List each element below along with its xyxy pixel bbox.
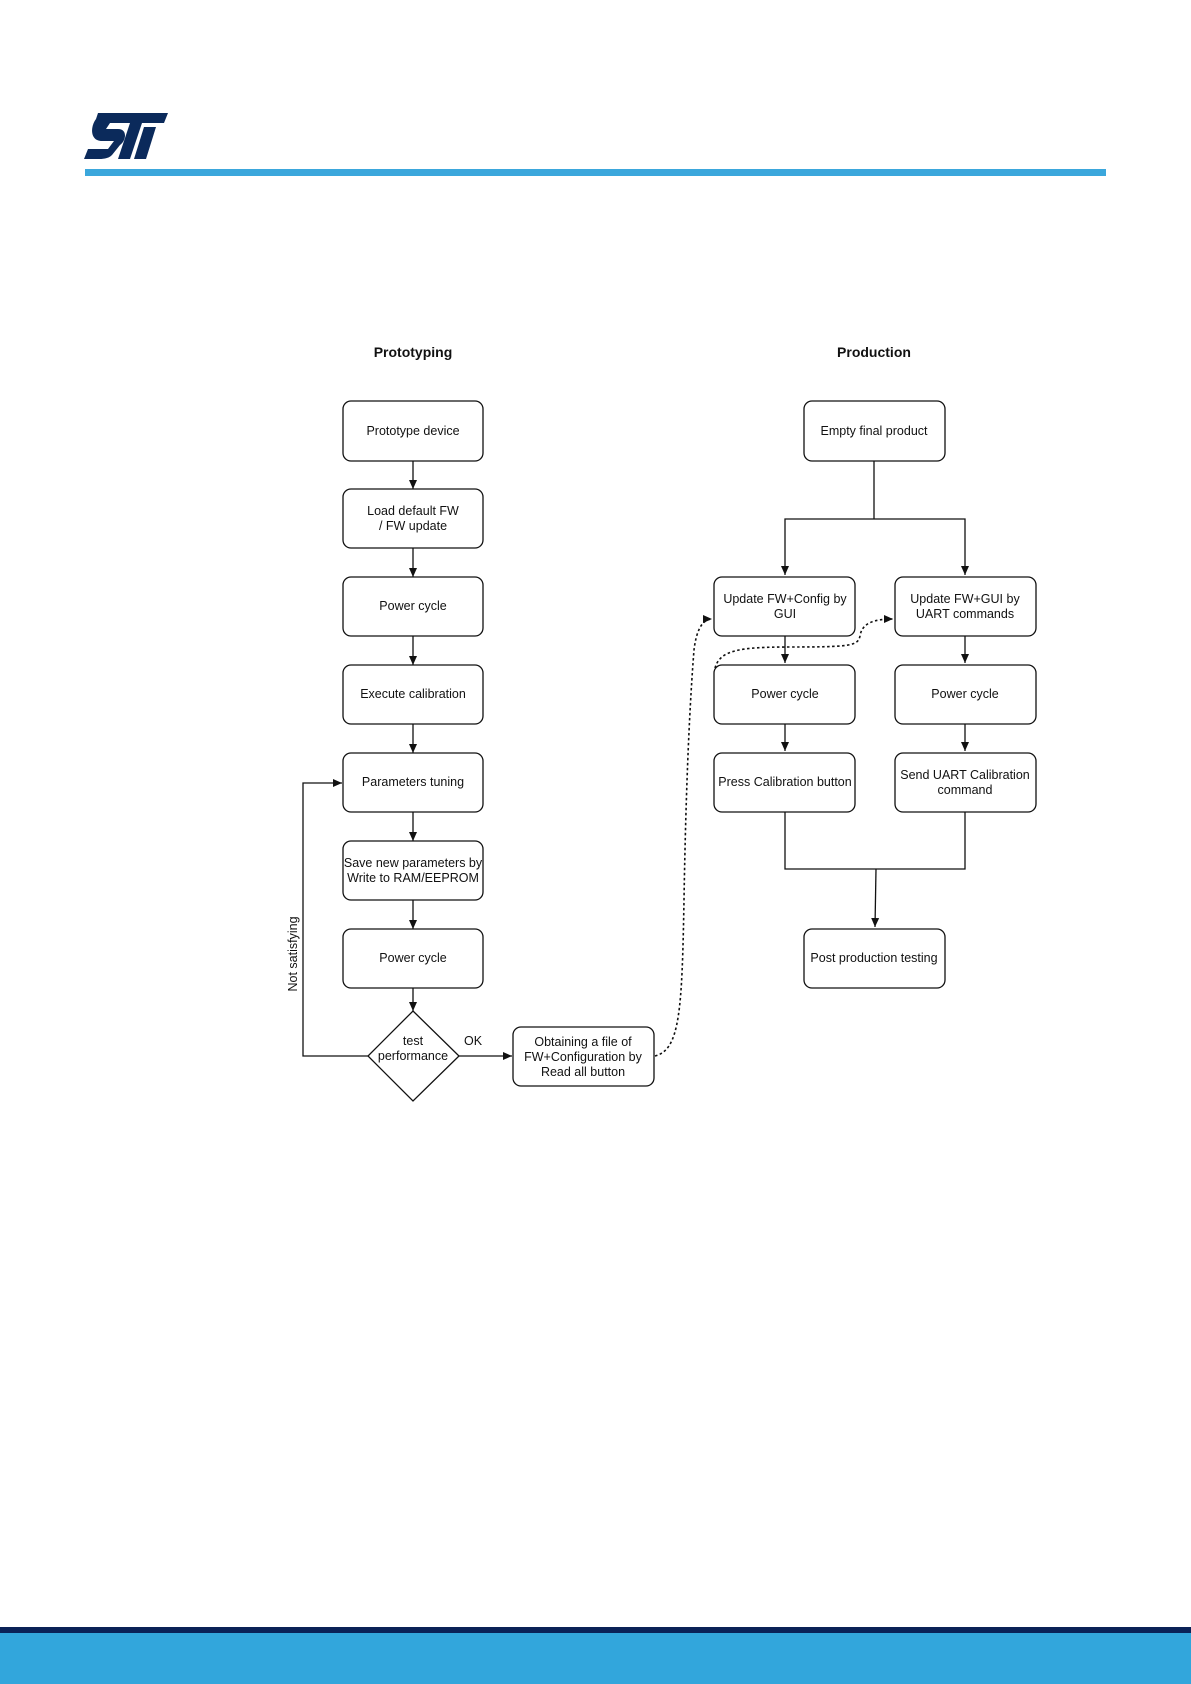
- node-save-new-parameters: Save new parameters by Write to RAM/EEPR…: [342, 840, 484, 901]
- heading-production: Production: [837, 344, 911, 360]
- prototyping-connectors: [302, 461, 512, 1060]
- arrow-not-satisfying-loop: [302, 779, 368, 1057]
- node-label-line-3: Read all button: [541, 1065, 625, 1079]
- dashed-to-uart-update: [714, 615, 894, 669]
- node-label: Power cycle: [751, 687, 818, 701]
- node-label: Power cycle: [931, 687, 998, 701]
- node-send-uart-calibration: Send UART Calibration command: [894, 752, 1037, 813]
- node-label-line-1: Update FW+Config by: [723, 592, 847, 606]
- header-rule: [85, 169, 1106, 176]
- heading-prototyping: Prototyping: [374, 344, 453, 360]
- decision-label-line-1: test: [403, 1034, 424, 1048]
- prototyping-nodes: Prototype device Load default FW / FW up…: [286, 400, 655, 1102]
- node-label-line-1: Obtaining a file of: [534, 1035, 632, 1049]
- dashed-connectors: [654, 615, 894, 1057]
- node-power-cycle-right: Power cycle: [894, 664, 1037, 725]
- node-label-line-2: UART commands: [916, 607, 1014, 621]
- arrow-merge-bottom: [871, 868, 880, 928]
- decision-label-line-2: performance: [378, 1049, 448, 1063]
- st-logo-t-shape: [134, 127, 156, 159]
- node-label-line-2: GUI: [774, 607, 796, 621]
- arrow-split-right: [874, 518, 969, 575]
- st-logo: [84, 113, 168, 159]
- merge-left: [784, 812, 876, 870]
- node-post-production-testing: Post production testing: [803, 928, 946, 989]
- merge-right: [876, 812, 966, 870]
- st-logo-s-shape: [84, 113, 168, 159]
- node-update-fw-gui-uart: Update FW+GUI by UART commands: [894, 576, 1037, 637]
- node-press-calibration-button: Press Calibration button: [713, 752, 856, 813]
- node-prototype-device: Prototype device: [342, 400, 484, 462]
- node-empty-final-product: Empty final product: [803, 400, 946, 462]
- node-label-line-2: / FW update: [379, 519, 447, 533]
- arrow-split-left: [781, 518, 874, 575]
- dashed-to-gui-update: [654, 615, 713, 1057]
- decision-test-performance: test performance: [367, 1010, 460, 1102]
- label-not-satisfying: Not satisfying: [286, 916, 300, 991]
- node-label-line-2: FW+Configuration by: [524, 1050, 643, 1064]
- node-label: Execute calibration: [360, 687, 466, 701]
- node-load-default-fw: Load default FW / FW update: [342, 488, 484, 549]
- node-label-line-2: command: [938, 783, 993, 797]
- footer-line: [0, 1627, 1191, 1633]
- node-obtaining-file: Obtaining a file of FW+Configuration by …: [512, 1026, 655, 1087]
- node-power-cycle-2: Power cycle: [342, 928, 484, 989]
- production-connectors: [781, 461, 969, 928]
- node-label: Post production testing: [810, 951, 937, 965]
- label-ok: OK: [464, 1034, 483, 1048]
- node-label: Prototype device: [366, 424, 459, 438]
- node-label-line-1: Save new parameters by: [344, 856, 483, 870]
- production-nodes: Empty final product Update FW+Config by …: [713, 400, 1037, 989]
- node-label: Power cycle: [379, 599, 446, 613]
- footer-bar: [0, 1627, 1191, 1684]
- node-label: Power cycle: [379, 951, 446, 965]
- node-power-cycle-1: Power cycle: [342, 576, 484, 637]
- node-label: Parameters tuning: [362, 775, 464, 789]
- node-power-cycle-left: Power cycle: [713, 664, 856, 725]
- node-label: Empty final product: [821, 424, 929, 438]
- node-label-line-1: Load default FW: [367, 504, 459, 518]
- node-parameters-tuning: Parameters tuning: [342, 752, 484, 813]
- node-label: Press Calibration button: [718, 775, 851, 789]
- node-label-line-1: Send UART Calibration: [900, 768, 1030, 782]
- node-label-line-2: Write to RAM/EEPROM: [347, 871, 479, 885]
- node-update-fw-config-gui: Update FW+Config by GUI: [713, 576, 856, 637]
- node-label-line-1: Update FW+GUI by: [910, 592, 1020, 606]
- node-execute-calibration: Execute calibration: [342, 664, 484, 725]
